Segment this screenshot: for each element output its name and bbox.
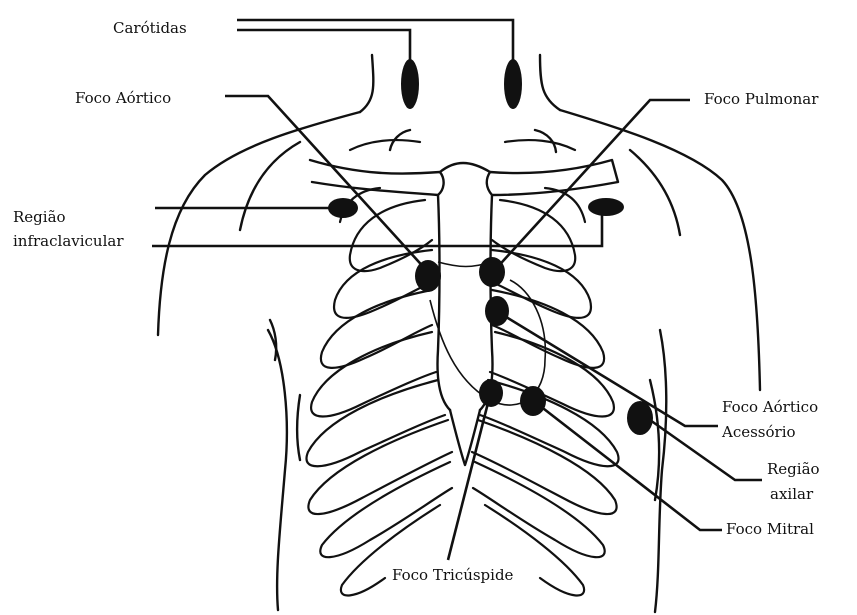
label-regiao-infraclavicular-line1: Região bbox=[13, 206, 66, 228]
label-foco-mitral: Foco Mitral bbox=[726, 518, 814, 540]
infraclavicular-leader-bottom bbox=[152, 215, 602, 246]
label-regiao-axilar-line1: Região bbox=[767, 458, 820, 480]
infraclavicular-point-left bbox=[328, 198, 358, 218]
label-regiao-infraclavicular-line2: infraclavicular bbox=[13, 230, 124, 252]
foco-aortico-acessorio-point bbox=[485, 296, 509, 326]
infraclavicular-point-right bbox=[588, 198, 624, 216]
label-foco-aortico: Foco Aórtico bbox=[75, 87, 171, 109]
sternum bbox=[438, 195, 493, 465]
leader-lines bbox=[152, 20, 762, 560]
foco-tricuspide-leader bbox=[448, 395, 490, 560]
label-foco-pulmonar: Foco Pulmonar bbox=[704, 88, 818, 110]
carotid-leader-left bbox=[237, 30, 410, 60]
label-regiao-axilar-line2: axilar bbox=[770, 483, 813, 505]
carotid-point-right bbox=[504, 59, 522, 109]
label-foco-aortico-acessorio-line2: Acessório bbox=[722, 421, 796, 443]
carotid-point-left bbox=[401, 59, 419, 109]
regiao-axilar-point bbox=[627, 401, 653, 435]
body-outline bbox=[158, 55, 760, 612]
foco-tricuspide-point bbox=[479, 379, 503, 407]
carotid-leader-right bbox=[237, 20, 513, 60]
label-carotidas: Carótidas bbox=[113, 17, 187, 39]
foco-aortico-point bbox=[415, 260, 441, 292]
label-foco-aortico-acessorio-line1: Foco Aórtico bbox=[722, 396, 818, 418]
label-foco-tricuspide: Foco Tricúspide bbox=[392, 564, 513, 586]
foco-pulmonar-point bbox=[479, 257, 505, 287]
foco-mitral-point bbox=[520, 386, 546, 416]
